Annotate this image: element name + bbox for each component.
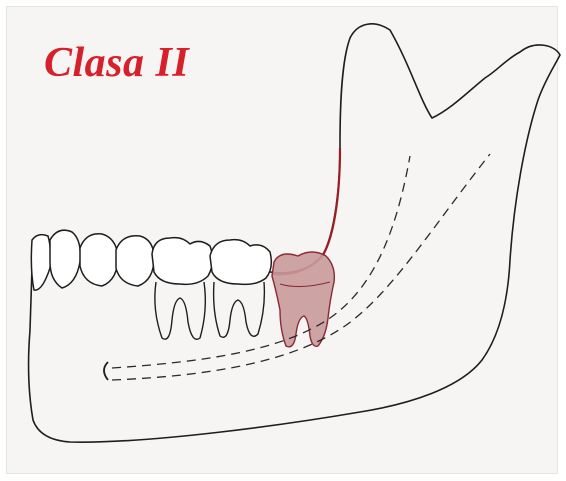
- premolar-1-crown: [80, 234, 118, 286]
- premolar-2-crown: [116, 236, 154, 286]
- second-molar-roots: [214, 282, 265, 337]
- second-molar-crown: [210, 240, 271, 285]
- canine-crown: [50, 230, 80, 288]
- molar-teeth: [31, 230, 271, 290]
- first-molar-crown: [152, 238, 213, 285]
- incisor-crown: [31, 235, 50, 290]
- mental-foramen: [104, 362, 108, 380]
- molar-roots: [155, 282, 265, 339]
- page-title: Clasa II: [44, 42, 189, 84]
- first-molar-roots: [155, 282, 205, 339]
